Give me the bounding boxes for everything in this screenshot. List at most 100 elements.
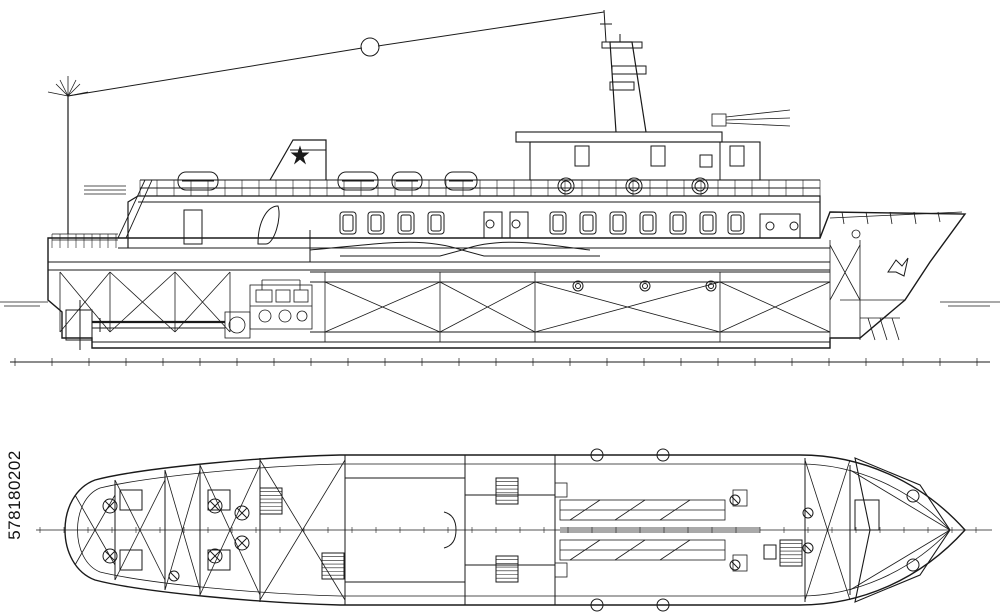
hatch-frame <box>119 549 143 571</box>
cabin-window <box>367 211 385 235</box>
side-elevation <box>0 9 1000 350</box>
bollard <box>590 598 604 612</box>
life-raft <box>391 171 423 191</box>
plan-braces <box>74 459 951 601</box>
porthole <box>691 177 709 195</box>
hatch-cross <box>236 537 248 549</box>
plan-view <box>36 448 992 612</box>
engine <box>224 279 313 339</box>
cabin-windows <box>339 211 799 239</box>
hatch-cross <box>236 507 248 519</box>
mast <box>600 9 647 133</box>
hatch-frame <box>207 549 231 571</box>
hatch <box>234 535 250 551</box>
cabin-window <box>669 211 687 235</box>
porthole-inner <box>575 283 581 289</box>
small-porthole <box>789 221 799 231</box>
hatch <box>102 498 118 514</box>
bow-emblem-icon <box>887 257 909 277</box>
fixture <box>802 542 814 554</box>
life-raft <box>337 171 379 191</box>
porthole-inner <box>642 283 648 289</box>
funnel <box>269 139 327 181</box>
small-porthole <box>485 219 495 229</box>
funnel-plan <box>443 511 457 549</box>
insulator-icon <box>360 37 380 57</box>
hatch <box>234 505 250 521</box>
bollard <box>906 558 920 572</box>
cabin-window-pane <box>582 214 594 232</box>
propeller-shaft <box>65 300 225 350</box>
scale-rule <box>10 358 990 366</box>
porthole <box>705 280 717 292</box>
cabin-window <box>579 211 597 235</box>
plan-gratings <box>259 477 803 583</box>
grating <box>779 539 803 567</box>
bollard <box>906 489 920 503</box>
cabin-window <box>339 211 357 235</box>
plan-bollards <box>590 448 920 612</box>
fixture-cross <box>731 496 739 504</box>
cabin-window <box>549 211 567 235</box>
cabin-window <box>397 211 415 235</box>
winch <box>763 544 777 560</box>
cabin-window <box>727 211 745 235</box>
plan-hull-outline <box>64 454 966 606</box>
porthole-inner <box>628 180 640 192</box>
grating <box>321 552 345 580</box>
cabin-doors <box>183 205 801 245</box>
wheelhouse <box>515 131 761 181</box>
cabin-window-pane <box>430 214 442 232</box>
hatch-cross <box>209 500 221 512</box>
star-icon <box>290 145 310 165</box>
aft-deck-rail <box>51 233 118 248</box>
hatch-frame <box>119 489 143 511</box>
cabin-window-pane <box>400 214 412 232</box>
fixture <box>729 494 741 506</box>
small-porthole <box>511 219 521 229</box>
hatch-cross <box>104 500 116 512</box>
small-porthole <box>765 221 775 231</box>
porthole <box>557 177 575 195</box>
plan-bulkheads <box>114 455 851 605</box>
life-raft <box>444 171 478 191</box>
cabin-door <box>483 211 503 239</box>
grating <box>495 477 519 505</box>
cabin-window-pane <box>642 214 654 232</box>
cabin-window <box>639 211 657 235</box>
main-cabin <box>118 195 830 263</box>
fixture <box>802 507 814 519</box>
porthole <box>572 280 584 292</box>
bow-bulwark <box>829 211 963 239</box>
cabin-door <box>509 211 529 239</box>
life-rafts <box>177 171 478 191</box>
cabin-window <box>699 211 717 235</box>
stock-id-label: 578180202 <box>4 380 26 610</box>
fixture-cross <box>170 572 178 580</box>
porthole <box>639 280 651 292</box>
cabin-window <box>427 211 445 235</box>
upper-deck-rail <box>117 179 821 239</box>
life-raft <box>177 171 219 191</box>
cabin-window-pane <box>370 214 382 232</box>
hatch-frame <box>207 489 231 511</box>
fixture-cross <box>731 561 739 569</box>
grating <box>495 555 519 583</box>
porthole <box>625 177 643 195</box>
hatch-cross <box>104 550 116 562</box>
cabin-window-pane <box>342 214 354 232</box>
porthole-inner <box>708 283 714 289</box>
radio-antenna <box>47 76 126 234</box>
porthole-inner <box>694 180 706 192</box>
plan-hatches <box>102 489 250 571</box>
plan-fixtures <box>168 494 814 582</box>
bollard <box>656 598 670 612</box>
cabin-window-pane <box>702 214 714 232</box>
wire-antenna <box>67 11 605 97</box>
stock-id-text: 578180202 <box>5 450 24 540</box>
porthole-inner <box>560 180 572 192</box>
searchlight <box>711 109 791 127</box>
hatch-cross <box>209 550 221 562</box>
fixture <box>729 559 741 571</box>
